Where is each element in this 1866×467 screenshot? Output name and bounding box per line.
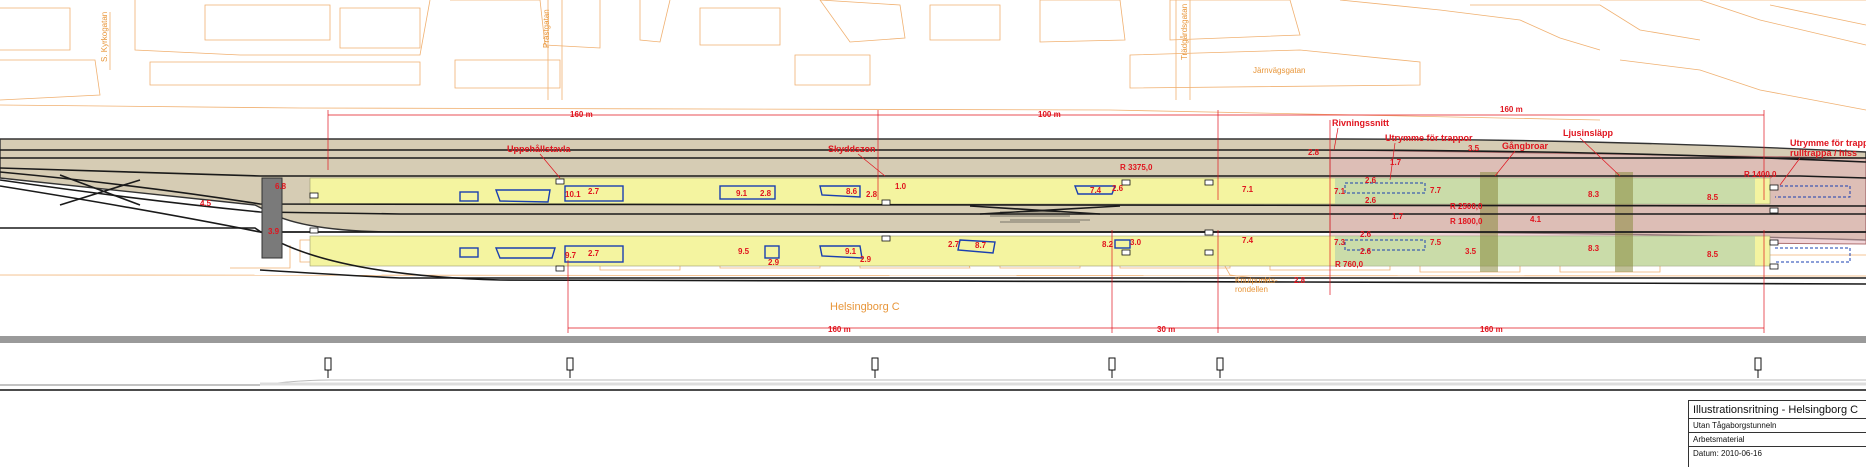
street-kyrkogatan: S. Kyrkogatan — [100, 12, 109, 62]
dim-bottom-3: 160 m — [1480, 325, 1503, 334]
label-r760: R 760,0 — [1335, 260, 1364, 269]
signals — [309, 178, 1779, 272]
street-knutpunkten: Knutpunkts- — [1235, 276, 1278, 285]
measure-8.3b: 8.3 — [1588, 244, 1600, 253]
measure-8.2: 8.2 — [1102, 240, 1114, 249]
measure-6.8: 6.8 — [275, 182, 287, 191]
measure-2.6b: 2.6 — [1365, 176, 1377, 185]
drawing-subtitle: Utan Tågaborgstunneln — [1689, 419, 1866, 433]
measurements: 4.5 6.8 3.9 10.1 2.7 9.7 2.7 9.1 2.8 9.5… — [200, 144, 1719, 285]
tracks — [0, 149, 1866, 285]
label-gangbroar: Gångbroar — [1502, 141, 1549, 151]
measure-3.5b: 3.5 — [1465, 247, 1477, 256]
measure-8.6: 8.6 — [846, 187, 858, 196]
measure-9.5: 9.5 — [738, 247, 750, 256]
street-jarnvagsgatan: Järnvägsgatan — [1253, 66, 1305, 75]
stair-outline-end-south — [1775, 247, 1851, 263]
dim-bottom-2: 30 m — [1157, 325, 1175, 334]
measure-2.7c: 2.7 — [948, 240, 960, 249]
dimension-bottom — [567, 120, 1765, 333]
measure-7.1: 7.1 — [1242, 185, 1254, 194]
measure-2.8a: 2.8 — [760, 189, 772, 198]
stair-outline-south — [1344, 239, 1426, 251]
measure-2.9a: 2.9 — [768, 258, 780, 267]
measure-1.7b: 1.7 — [1392, 212, 1404, 221]
measure-2.9b: 2.9 — [860, 255, 872, 264]
measure-2.8d: 2.8 — [1294, 276, 1306, 285]
street-prastgatan: Prästgatan — [542, 9, 551, 48]
measure-1.7a: 1.7 — [1390, 158, 1402, 167]
measure-3.5a: 3.5 — [1468, 144, 1480, 153]
label-rivningssnitt: Rivningssnitt — [1332, 118, 1389, 128]
profile-markers — [324, 357, 1762, 378]
measure-1.0: 1.0 — [895, 182, 907, 191]
label-r3375: R 3375,0 — [1120, 163, 1153, 172]
label-uppehallstavla: Uppehållstavla — [507, 144, 572, 154]
measure-2.7a: 2.7 — [588, 187, 600, 196]
measure-2.6d: 2.6 — [1360, 230, 1372, 239]
label-utrymme-trappa-2: rulltrappa / hiss — [1790, 148, 1857, 158]
drawing-title: Illustrationsritning - Helsingborg C — [1689, 401, 1866, 419]
dim-top-2: 100 m — [1038, 110, 1061, 119]
label-utrymme-trappor: Utrymme för trappor — [1385, 133, 1473, 143]
measure-2.8c: 2.8 — [1308, 148, 1320, 157]
stair-outline-end-north — [1775, 185, 1851, 198]
label-skyddszon: Skyddszon — [828, 144, 876, 154]
label-utrymme-trappa-1: Utrymme för trappa / — [1790, 138, 1866, 148]
drawing-status: Arbetsmaterial — [1689, 433, 1866, 447]
measure-2.7b: 2.7 — [588, 249, 600, 258]
dim-top-1: 160 m — [570, 110, 593, 119]
label-leaders — [539, 127, 1801, 186]
crossover-hatching — [990, 211, 1090, 223]
tunnel-platform-tint-south — [1335, 236, 1755, 266]
profile-strip — [0, 336, 1866, 391]
label-ljusinslapp: Ljusinsläpp — [1563, 128, 1614, 138]
gangbro-1 — [1480, 172, 1498, 272]
dimension-top — [327, 110, 1765, 200]
measure-2.8b: 2.8 — [866, 190, 878, 199]
street-tradgardsgatan: Trädgårdsgatan — [1180, 4, 1189, 60]
measure-3.9: 3.9 — [268, 227, 280, 236]
platform-buildings — [459, 185, 1131, 263]
measure-7.4a: 7.4 — [1090, 186, 1102, 195]
measure-3.0: 3.0 — [1130, 238, 1142, 247]
tunnel-platform-tint-north — [1335, 178, 1755, 204]
dim-top-3: 160 m — [1500, 105, 1523, 114]
measure-9.1: 9.1 — [736, 189, 748, 198]
measure-4.5: 4.5 — [200, 199, 212, 208]
measure-10.1: 10.1 — [565, 190, 581, 199]
title-block: Illustrationsritning - Helsingborg C Uta… — [1688, 400, 1866, 467]
station-name: Helsingborg C — [830, 301, 900, 313]
measure-8.3a: 8.3 — [1588, 190, 1600, 199]
measure-2.6e: 2.6 — [1360, 247, 1372, 256]
measure-8.7: 8.7 — [975, 241, 987, 250]
measure-2.6: 2.6 — [1112, 184, 1124, 193]
measure-7.3: 7.3 — [1334, 238, 1346, 247]
abutment-block — [261, 177, 283, 259]
drawing-date: Datum: 2010-06-16 — [1693, 449, 1762, 458]
measure-7.4b: 7.4 — [1242, 236, 1254, 245]
label-r2500: R 2500,0 — [1450, 202, 1483, 211]
measure-9.7: 9.7 — [565, 251, 577, 260]
measure-7.1b: 7.1 — [1334, 187, 1346, 196]
label-r1800: R 1800,0 — [1450, 217, 1483, 226]
measure-2.6c: 2.6 — [1365, 196, 1377, 205]
gangbro-2 — [1615, 172, 1633, 272]
stair-outline-north — [1344, 182, 1426, 194]
measure-8.5a: 8.5 — [1707, 193, 1719, 202]
label-r1400: R 1400,0 — [1744, 170, 1777, 179]
measure-7.7: 7.7 — [1430, 186, 1442, 195]
measure-9.1b: 9.1 — [845, 247, 857, 256]
street-knutpunkten-2: rondellen — [1235, 285, 1268, 294]
dim-bottom-1: 160 m — [828, 325, 851, 334]
measure-4.1: 4.1 — [1530, 215, 1542, 224]
measure-7.5: 7.5 — [1430, 238, 1442, 247]
measure-8.5b: 8.5 — [1707, 250, 1719, 259]
